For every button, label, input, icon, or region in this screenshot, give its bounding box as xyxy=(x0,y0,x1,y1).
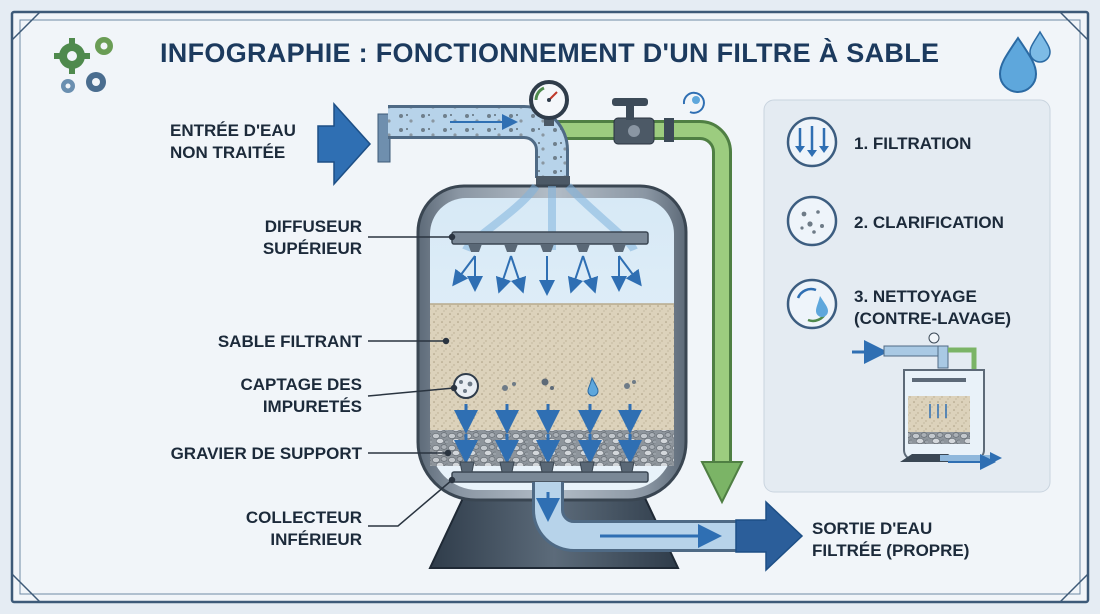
leader-lines xyxy=(367,233,458,527)
backwash-pipe xyxy=(556,98,744,505)
outlet-pipe xyxy=(532,482,754,552)
inner-frame xyxy=(19,19,1081,595)
water-drops-icon xyxy=(998,30,1051,93)
bottom-collector xyxy=(451,461,649,483)
filtration-step-icon xyxy=(786,116,838,168)
frame-corners xyxy=(11,11,1089,603)
gears-icon xyxy=(54,37,113,93)
filtration-arrows xyxy=(454,404,642,464)
backwash-step-icon xyxy=(786,278,838,330)
clarification-step-icon xyxy=(786,195,838,247)
mini-backwash-diagram xyxy=(852,332,1002,470)
step-clarification-label: 2. CLARIFICATION xyxy=(854,213,1004,232)
inlet-arrow xyxy=(317,102,372,186)
impurity-particles xyxy=(453,373,636,399)
step-backwash-label: 3. NETTOYAGE(CONTRE-LAVAGE) xyxy=(854,287,1012,328)
sand-layer xyxy=(430,304,674,430)
sand-label: SABLE FILTRANT xyxy=(217,332,362,351)
inlet-pipe xyxy=(377,105,570,186)
page-title: INFOGRAPHIE : FONCTIONNEMENT D'UN FILTRE… xyxy=(160,38,940,68)
top-diffuser xyxy=(451,231,649,252)
gravel-label: GRAVIER DE SUPPORT xyxy=(170,444,362,463)
cycle-icon xyxy=(682,91,705,114)
valve-handle xyxy=(612,98,648,106)
outlet-arrow xyxy=(735,500,804,572)
pressure-gauge xyxy=(529,80,569,126)
spray-arrows xyxy=(452,255,642,296)
step-filtration-label: 1. FILTRATION xyxy=(854,134,972,153)
